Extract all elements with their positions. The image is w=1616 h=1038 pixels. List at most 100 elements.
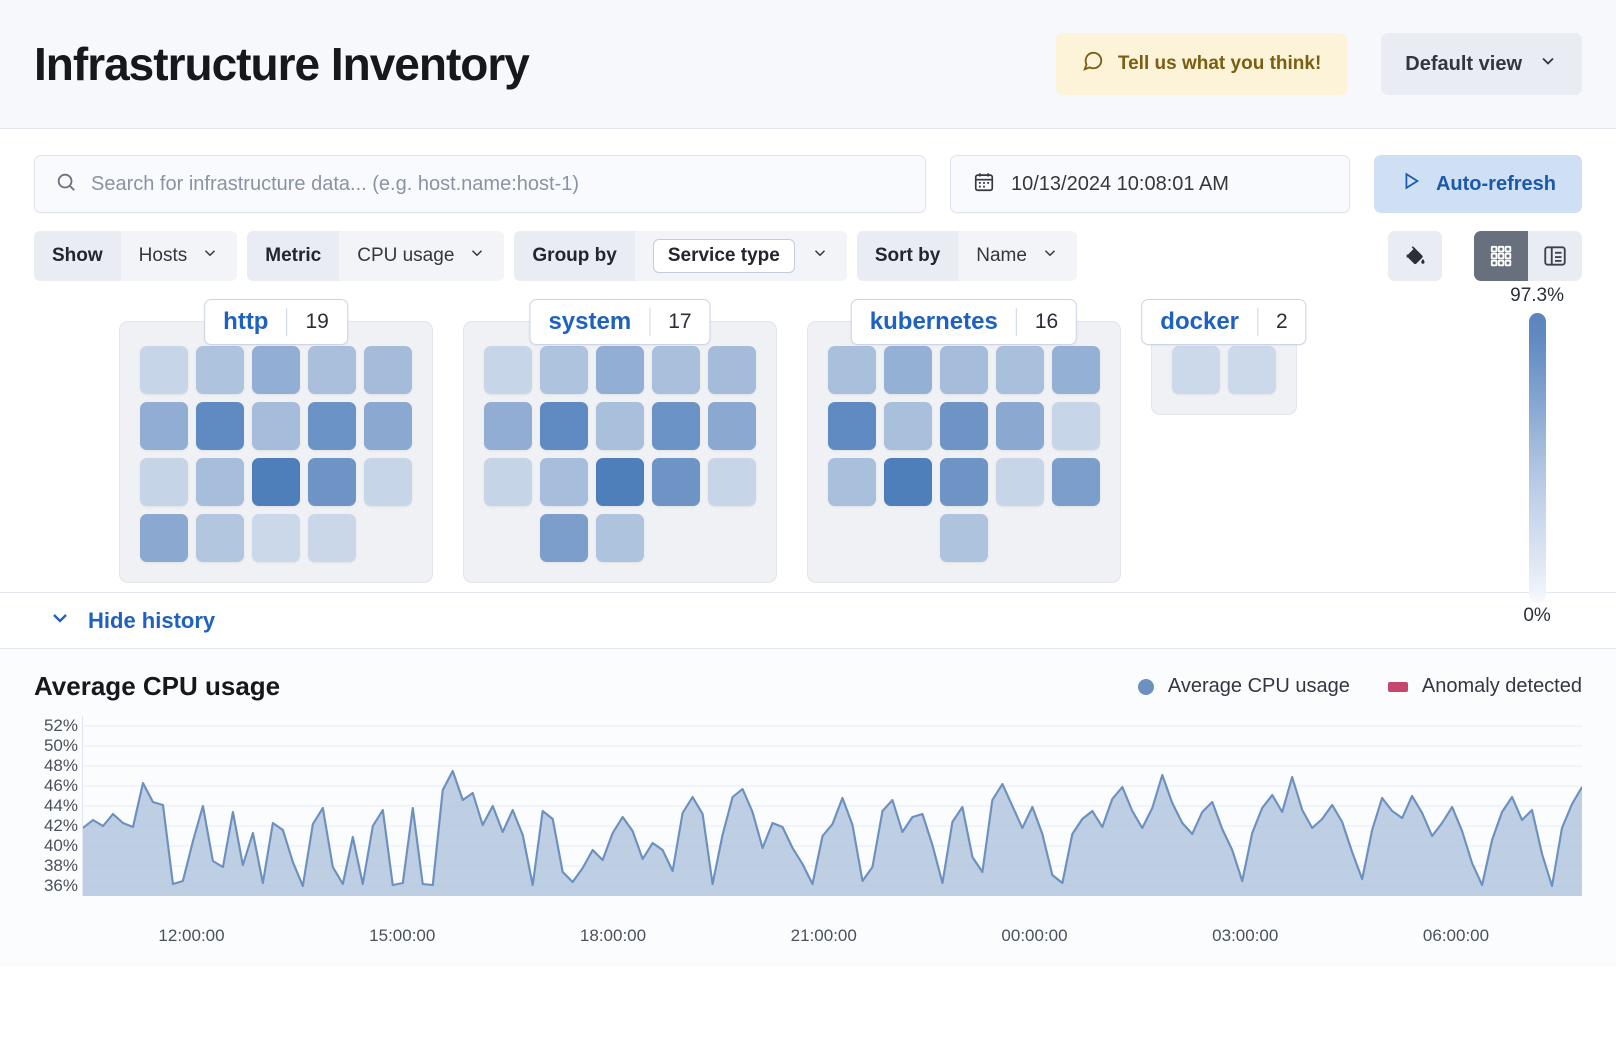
- chart-plot-wrap: 52%50%48%46%44%42%40%38%36%: [34, 716, 1582, 916]
- host-cell[interactable]: [540, 402, 588, 450]
- host-cell[interactable]: [596, 514, 644, 562]
- host-cell[interactable]: [140, 346, 188, 394]
- host-cell[interactable]: [940, 458, 988, 506]
- host-cell[interactable]: [484, 402, 532, 450]
- host-cell[interactable]: [140, 458, 188, 506]
- filter-group-by-value[interactable]: Service type: [634, 231, 847, 281]
- host-cell[interactable]: [1228, 346, 1276, 394]
- chevron-down-icon: [201, 244, 219, 268]
- host-cell[interactable]: [196, 458, 244, 506]
- chevron-down-icon: [1538, 51, 1558, 77]
- grid-view-icon[interactable]: [1474, 231, 1528, 281]
- chart-plot[interactable]: [82, 716, 1582, 896]
- auto-refresh-button[interactable]: Auto-refresh: [1373, 155, 1582, 213]
- auto-refresh-label: Auto-refresh: [1435, 172, 1556, 195]
- filter-show-value[interactable]: Hosts: [120, 231, 238, 281]
- chart-legend: Average CPU usage Anomaly detected: [1137, 675, 1582, 698]
- host-cell[interactable]: [884, 346, 932, 394]
- host-cell[interactable]: [540, 346, 588, 394]
- filter-show: Show Hosts: [34, 231, 238, 281]
- host-cell[interactable]: [828, 346, 876, 394]
- table-view-icon[interactable]: [1528, 231, 1582, 281]
- host-cell[interactable]: [996, 346, 1044, 394]
- host-cell[interactable]: [708, 346, 756, 394]
- host-cell[interactable]: [364, 346, 412, 394]
- host-cell[interactable]: [652, 346, 700, 394]
- paint-bucket-icon[interactable]: [1388, 231, 1442, 281]
- host-cell[interactable]: [364, 402, 412, 450]
- group-count: 2: [1276, 310, 1288, 333]
- host-cell[interactable]: [364, 458, 412, 506]
- host-cell[interactable]: [996, 402, 1044, 450]
- host-cell[interactable]: [252, 402, 300, 450]
- filter-row: Show Hosts Metric CPU usage Group by Ser…: [34, 231, 1582, 281]
- host-cell[interactable]: [828, 402, 876, 450]
- search-row: Search for infrastructure data... (e.g. …: [34, 155, 1582, 213]
- host-cell[interactable]: [940, 346, 988, 394]
- host-cell[interactable]: [484, 458, 532, 506]
- chevron-down-icon: [811, 244, 829, 268]
- host-cell[interactable]: [652, 402, 700, 450]
- filter-sort-by-value[interactable]: Name: [958, 231, 1077, 281]
- y-axis-tick: 40%: [43, 836, 78, 855]
- filter-group-by-label: Group by: [514, 231, 635, 281]
- x-axis-tick: 12:00:00: [158, 926, 225, 945]
- host-cell[interactable]: [252, 458, 300, 506]
- host-cell[interactable]: [308, 458, 356, 506]
- host-cell[interactable]: [652, 458, 700, 506]
- host-cell[interactable]: [308, 346, 356, 394]
- host-cell[interactable]: [884, 458, 932, 506]
- host-cell[interactable]: [1052, 458, 1100, 506]
- group-count: 17: [668, 310, 692, 333]
- host-cell[interactable]: [708, 402, 756, 450]
- host-cell[interactable]: [252, 346, 300, 394]
- group-divider: [286, 308, 288, 336]
- host-cell[interactable]: [196, 402, 244, 450]
- page-header: Infrastructure Inventory Tell us what yo…: [0, 0, 1616, 129]
- host-cell[interactable]: [940, 402, 988, 450]
- x-axis-tick: 18:00:00: [579, 926, 647, 945]
- host-cell[interactable]: [596, 402, 644, 450]
- feedback-button[interactable]: Tell us what you think!: [1055, 33, 1348, 95]
- host-cell[interactable]: [708, 458, 756, 506]
- host-cell[interactable]: [1052, 402, 1100, 450]
- host-cell[interactable]: [1172, 346, 1220, 394]
- host-cell[interactable]: [884, 402, 932, 450]
- host-cell[interactable]: [196, 346, 244, 394]
- hide-history-toggle[interactable]: Hide history: [0, 593, 1616, 649]
- host-cell[interactable]: [140, 402, 188, 450]
- chart-svg: [83, 725, 1582, 896]
- y-axis-tick: 46%: [43, 776, 78, 795]
- host-cell[interactable]: [1052, 346, 1100, 394]
- host-cell[interactable]: [308, 514, 356, 562]
- host-cell[interactable]: [996, 458, 1044, 506]
- page-title: Infrastructure Inventory: [34, 38, 530, 90]
- date-picker[interactable]: 10/13/2024 10:08:01 AM: [949, 155, 1350, 213]
- host-cell[interactable]: [940, 514, 988, 562]
- filter-metric-value[interactable]: CPU usage: [339, 231, 505, 281]
- host-cell[interactable]: [252, 514, 300, 562]
- search-input[interactable]: Search for infrastructure data... (e.g. …: [34, 155, 926, 213]
- host-cell[interactable]: [596, 346, 644, 394]
- color-scale-legend: 97.3% 0%: [1510, 285, 1564, 627]
- x-axis-tick: 21:00:00: [790, 926, 857, 945]
- date-value: 10/13/2024 10:08:01 AM: [1010, 172, 1229, 195]
- group-divider: [1015, 308, 1017, 336]
- host-cell[interactable]: [540, 514, 588, 562]
- chevron-down-icon: [48, 606, 72, 635]
- host-cell[interactable]: [140, 514, 188, 562]
- y-axis-tick: 48%: [43, 756, 78, 775]
- host-cell[interactable]: [308, 402, 356, 450]
- default-view-button[interactable]: Default view: [1381, 33, 1582, 95]
- host-cell[interactable]: [484, 346, 532, 394]
- host-cell[interactable]: [196, 514, 244, 562]
- host-cell[interactable]: [828, 458, 876, 506]
- host-cell[interactable]: [540, 458, 588, 506]
- host-cell[interactable]: [596, 458, 644, 506]
